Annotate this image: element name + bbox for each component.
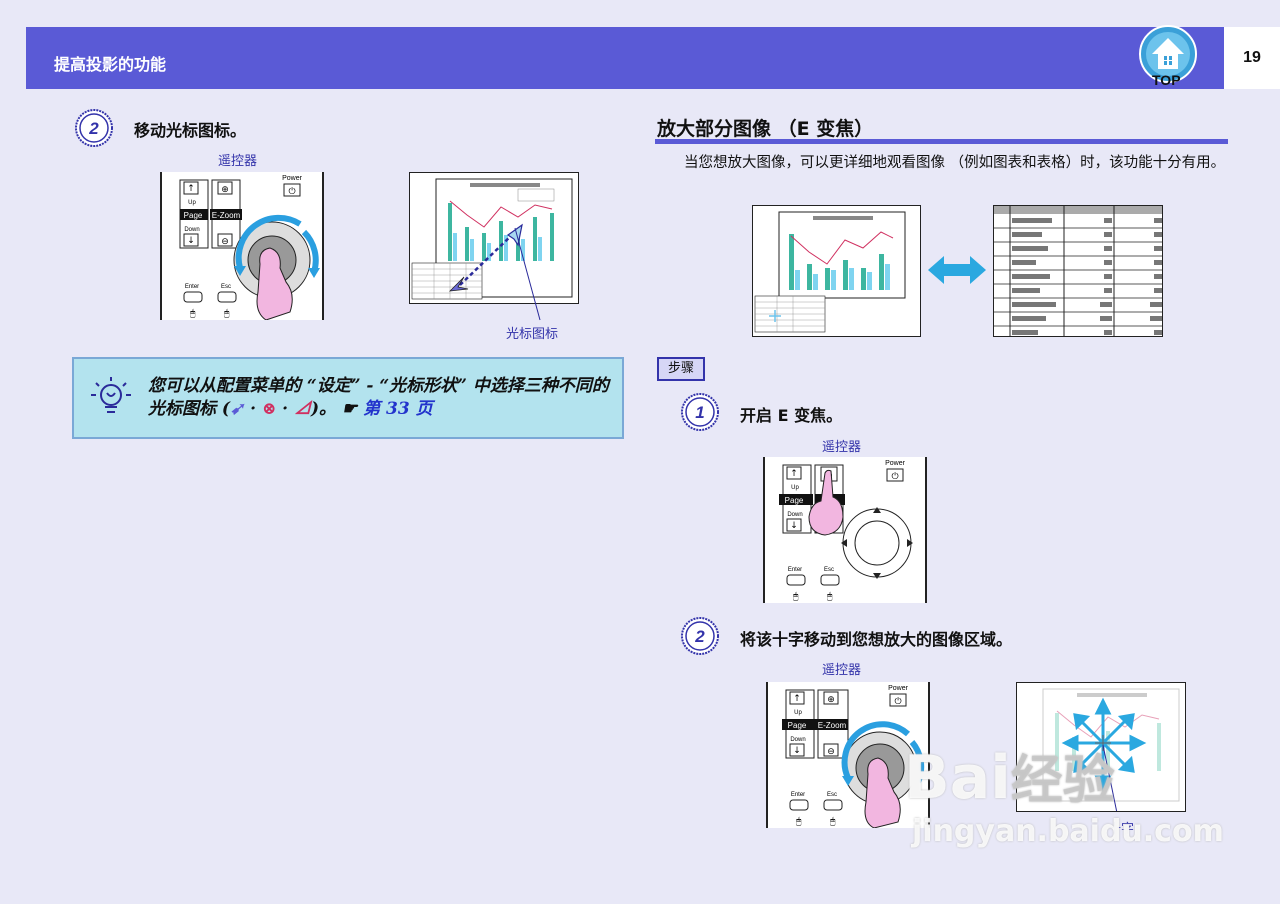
- svg-text:⊖: ⊖: [827, 747, 835, 757]
- cursor-x-icon: ⊗: [261, 399, 277, 419]
- tip-body: 您可以从配置菜单的 “设定” - “光标形状” 中选择三种不同的光标图标 (: [148, 376, 609, 419]
- svg-text:E-Zoom: E-Zoom: [818, 721, 847, 730]
- svg-text:Esc: Esc: [824, 567, 834, 573]
- pointing-hand-icon: ☛: [341, 399, 358, 419]
- step-2-text: 移动光标图标。: [134, 121, 247, 140]
- svg-text:Up: Up: [794, 710, 802, 716]
- remote-caption-2: 遥控器: [822, 663, 862, 678]
- svg-text:Esc: Esc: [221, 284, 231, 290]
- cross-caption: 十字: [1108, 822, 1135, 837]
- svg-text:Enter: Enter: [791, 792, 805, 798]
- tip-lightbulb-icon: [91, 377, 131, 413]
- step-2-right-badge: 2: [680, 616, 720, 656]
- svg-text:Down: Down: [787, 512, 802, 518]
- svg-text:⊕: ⊕: [221, 185, 229, 195]
- zoomed-table-illustration: [993, 205, 1163, 337]
- normal-screen-illustration: [752, 205, 921, 337]
- page-header: 提高投影的功能 19: [26, 27, 1280, 89]
- svg-text:⏻: ⏻: [891, 471, 898, 482]
- cursor-arrow-icon: ➹: [229, 399, 245, 419]
- svg-text:Power: Power: [282, 175, 303, 182]
- remote-move-cross-illustration: ↑ Up Page Down ↓ ⊕ E-Zoom ⊖ Power ⏻ Ente…: [766, 682, 930, 828]
- svg-text:⊕: ⊕: [827, 695, 835, 705]
- svg-text:Up: Up: [791, 485, 799, 491]
- tip-page-link[interactable]: 第 33 页: [363, 399, 433, 419]
- svg-text:Power: Power: [885, 460, 906, 467]
- svg-text:🖱: 🖱: [190, 308, 196, 319]
- svg-text:↓: ↓: [790, 521, 798, 531]
- tip-text: 您可以从配置菜单的 “设定” - “光标形状” 中选择三种不同的光标图标 (➹ …: [148, 376, 609, 419]
- svg-text:Power: Power: [888, 685, 909, 692]
- header-title: 提高投影的功能: [54, 55, 167, 74]
- remote-ezoom-illustration: ↑ Up Page Down ↓ ⊕ Power ⏻ Enter Esc 🖱🖱: [763, 457, 927, 603]
- svg-text:↑: ↑: [793, 694, 801, 704]
- svg-text:Page: Page: [184, 211, 203, 220]
- svg-text:Enter: Enter: [185, 284, 199, 290]
- svg-text:↓: ↓: [187, 236, 195, 246]
- svg-text:🖱: 🖱: [796, 816, 802, 827]
- svg-text:Down: Down: [790, 737, 805, 743]
- section-divider: [655, 139, 1228, 144]
- cursor-pointer-icon: ⊿: [294, 399, 311, 419]
- top-home-icon[interactable]: TOP: [1138, 24, 1198, 90]
- svg-text:2: 2: [694, 627, 705, 646]
- section-title: 放大部分图像 （E 变焦）: [657, 118, 874, 140]
- svg-text:🖱: 🖱: [793, 591, 799, 602]
- watermark-url: jingyan.baidu.com: [912, 814, 1224, 849]
- svg-text:↑: ↑: [187, 184, 195, 194]
- remote-control-illustration: ↑ Up Page Down ↓ ⊕ E-Zoom ⊖ Power ⏻ Ente…: [160, 172, 324, 320]
- svg-text:Down: Down: [184, 227, 199, 233]
- steps-label: 步骤: [657, 357, 705, 381]
- svg-text:↑: ↑: [790, 469, 798, 479]
- svg-text:🖱: 🖱: [827, 591, 833, 602]
- svg-text:E-Zoom: E-Zoom: [212, 211, 241, 220]
- svg-text:Page: Page: [785, 496, 804, 505]
- svg-text:1: 1: [695, 403, 704, 422]
- page-number-box: 19: [1224, 27, 1280, 89]
- section-description: 当您想放大图像，可以更详细地观看图像 （例如图表和表格）时，该功能十分有用。: [684, 155, 1226, 171]
- svg-text:2: 2: [88, 119, 99, 138]
- remote-caption-1: 遥控器: [822, 440, 862, 455]
- cursor-caption: 光标图标: [506, 327, 559, 342]
- svg-text:↓: ↓: [793, 746, 801, 756]
- svg-text:🖱: 🖱: [830, 816, 836, 827]
- screen-with-cursor: [409, 172, 579, 304]
- step-2-right-text: 将该十字移动到您想放大的图像区域。: [740, 630, 1013, 649]
- svg-text:🖱: 🖱: [224, 308, 230, 319]
- top-label: TOP: [1152, 72, 1181, 88]
- svg-text:⏻: ⏻: [894, 696, 901, 707]
- tip-end: )。: [311, 399, 337, 419]
- page-number: 19: [1243, 49, 1261, 66]
- step-2-badge: 2: [74, 108, 114, 148]
- watermark-brand-cn: 经验: [1010, 751, 1115, 811]
- svg-text:Enter: Enter: [788, 567, 802, 573]
- step-1-badge: 1: [680, 392, 720, 432]
- svg-text:Page: Page: [788, 721, 807, 730]
- step-1-text: 开启 E 变焦。: [740, 406, 843, 425]
- double-arrow-icon: [928, 256, 986, 284]
- screen-with-cross: [1016, 682, 1186, 814]
- watermark-logo: Bai经验: [904, 738, 1115, 813]
- svg-text:Esc: Esc: [827, 792, 837, 798]
- remote-caption: 遥控器: [218, 154, 258, 169]
- watermark-brand: Bai: [904, 743, 1011, 813]
- svg-text:⏻: ⏻: [288, 186, 295, 197]
- svg-text:Up: Up: [188, 200, 196, 206]
- svg-text:⊖: ⊖: [221, 237, 229, 247]
- tip-box: 您可以从配置菜单的 “设定” - “光标形状” 中选择三种不同的光标图标 (➹ …: [72, 357, 624, 439]
